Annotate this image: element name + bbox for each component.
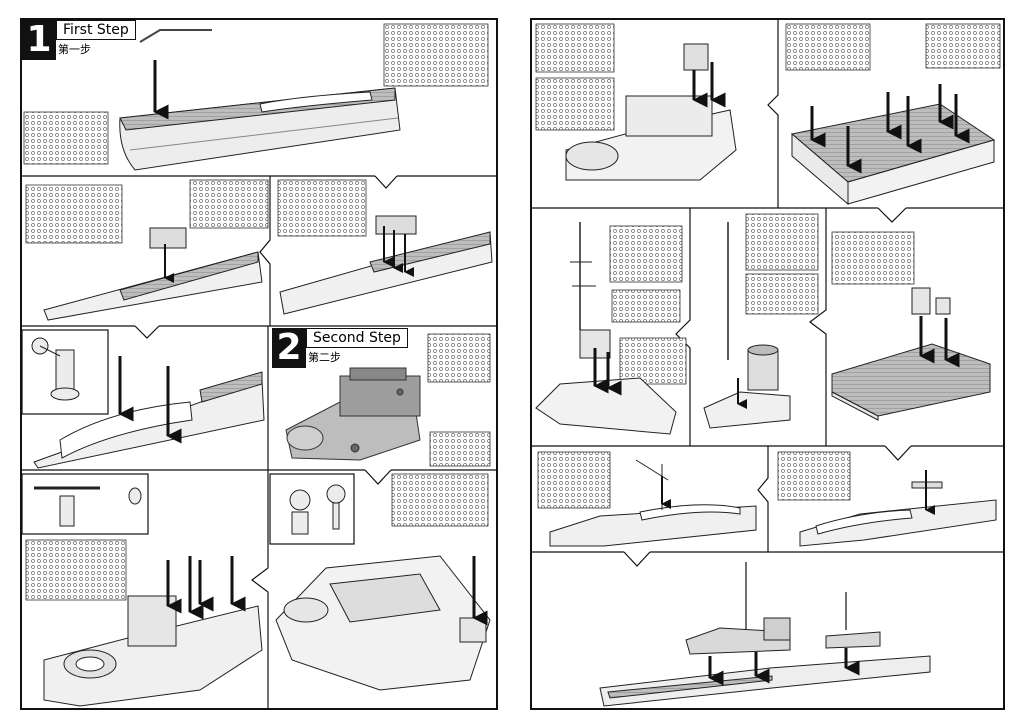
step-subtitle: 第二步	[308, 351, 341, 364]
step-number: 1	[22, 20, 56, 60]
step-title: First Step	[56, 20, 136, 40]
step-1-header: 1 First Step 第一步	[22, 20, 136, 60]
step-number: 2	[272, 328, 306, 368]
right-instruction-page	[530, 18, 1005, 710]
step-2-header: 2 Second Step 第二步	[272, 328, 408, 368]
step-title: Second Step	[306, 328, 408, 348]
left-instruction-page	[20, 18, 498, 710]
step-subtitle: 第一步	[58, 43, 91, 56]
